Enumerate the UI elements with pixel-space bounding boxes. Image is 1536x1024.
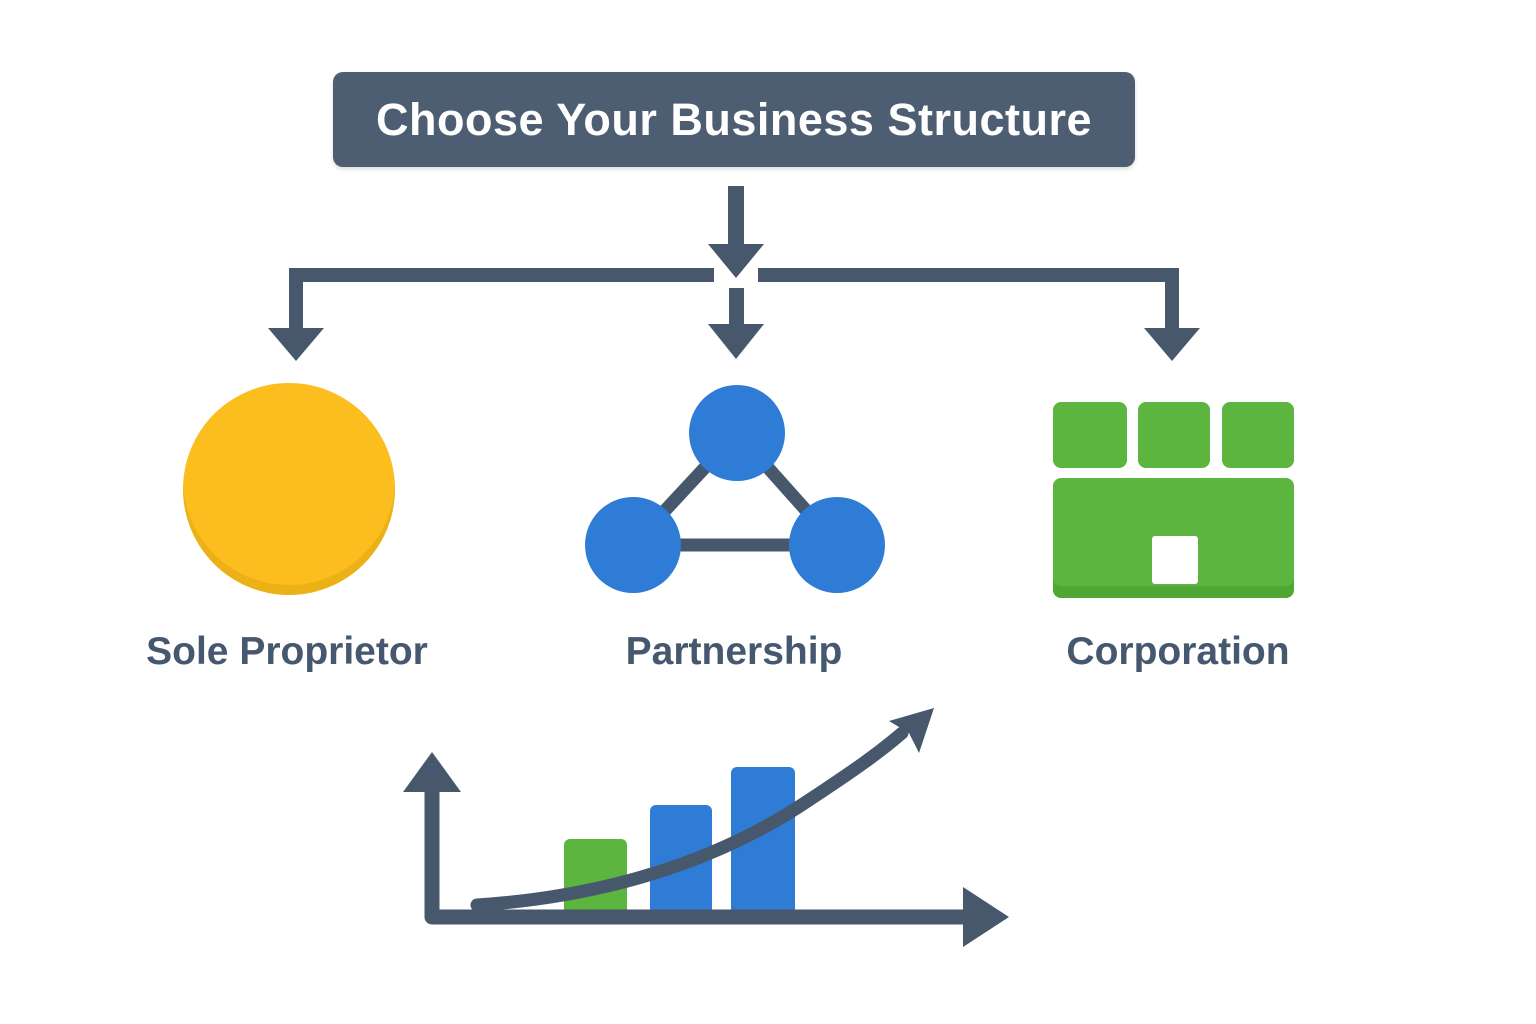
chart-bars <box>564 767 795 919</box>
network-nodes <box>585 385 885 593</box>
corporation-label: Corporation <box>1066 630 1290 673</box>
down-arrow-icon-middle <box>708 288 764 359</box>
growth-arrowhead <box>889 708 934 753</box>
down-arrow-icon-top <box>708 186 764 278</box>
branch-line <box>289 268 1179 332</box>
bar-green <box>564 839 627 919</box>
partnership-label: Partnership <box>625 630 843 673</box>
y-axis-arrowhead <box>403 752 461 792</box>
branch-connector <box>268 186 1200 361</box>
growth-chart-icon <box>403 708 1009 947</box>
building-block-3 <box>1222 402 1294 468</box>
sole-proprietor-label: Sole Proprietor <box>146 630 428 673</box>
corporation-building-icon <box>1053 402 1294 598</box>
building-block-1 <box>1053 402 1127 468</box>
down-arrow-icon-right <box>1144 328 1200 361</box>
building-door <box>1152 536 1198 584</box>
title-banner: Choose Your Business Structure <box>333 72 1135 167</box>
page-title: Choose Your Business Structure <box>376 93 1092 145</box>
chart-axes <box>403 752 1009 947</box>
partnership-network-icon <box>585 385 885 593</box>
sole-proprietor-icon <box>183 383 395 595</box>
building-block-2 <box>1138 402 1210 468</box>
growth-curve-arrow <box>470 708 934 912</box>
x-axis-arrowhead <box>963 887 1009 947</box>
down-arrow-icon-left <box>268 328 324 361</box>
bar-blue-2 <box>731 767 795 919</box>
